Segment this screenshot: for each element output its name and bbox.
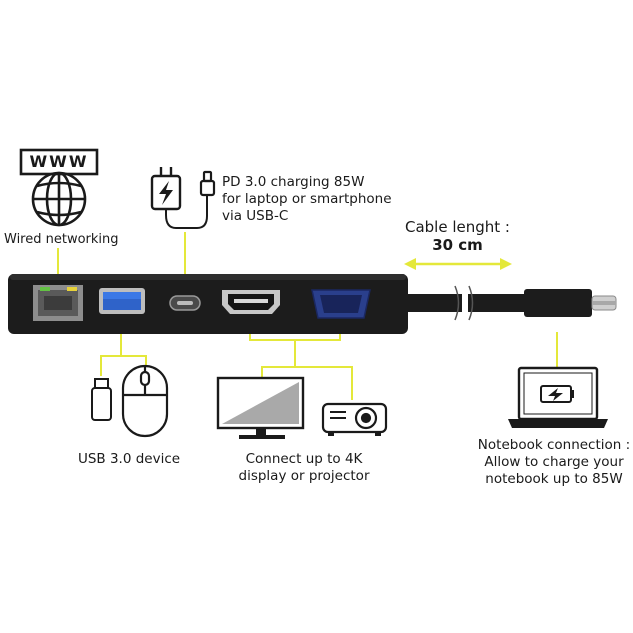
- pd-charging-line3: via USB-C: [222, 208, 289, 224]
- callout-projector: [295, 366, 353, 400]
- callout-display: [261, 340, 296, 378]
- cable-length-title: Cable lenght :: [405, 218, 510, 236]
- ethernet-port: [33, 285, 83, 321]
- laptop-icon: [508, 366, 608, 428]
- power-plug-icon: [150, 167, 208, 229]
- hdmi-port: [222, 290, 280, 314]
- usb-c-plug-icon: [199, 170, 216, 197]
- display-label-line2: display or projector: [238, 468, 370, 484]
- notebook-label-line3: notebook up to 85W: [485, 471, 623, 487]
- notebook-label-line2: Allow to charge your: [484, 454, 624, 470]
- battery-charging-icon: [540, 385, 574, 403]
- usb-a-port: [99, 288, 145, 314]
- pd-charging-line2: for laptop or smartphone: [222, 191, 392, 207]
- pd-charging-line1: PD 3.0 charging 85W: [222, 174, 365, 190]
- www-label: WWW: [29, 152, 89, 171]
- www-globe-icon: [19, 148, 99, 227]
- display-label-line1: Connect up to 4K: [245, 451, 363, 467]
- usb-c-hub: [8, 274, 408, 334]
- cable-length-value: 30 cm: [432, 236, 483, 254]
- notebook-label-line1: Notebook connection :: [477, 437, 631, 453]
- usb-stick-icon: [91, 378, 112, 421]
- usb-c-port: [169, 295, 201, 311]
- usb-device-label: USB 3.0 device: [77, 451, 181, 467]
- usb-c-cable: [404, 285, 617, 321]
- mouse-icon: [121, 364, 169, 438]
- wired-networking-label: Wired networking: [4, 232, 119, 247]
- callout-usb-mouse: [121, 355, 147, 366]
- callout-usb: [100, 318, 122, 376]
- vga-port: [311, 289, 371, 319]
- cable-length-arrow: [404, 258, 512, 270]
- projector-icon: [321, 402, 388, 436]
- monitor-icon: [216, 376, 305, 439]
